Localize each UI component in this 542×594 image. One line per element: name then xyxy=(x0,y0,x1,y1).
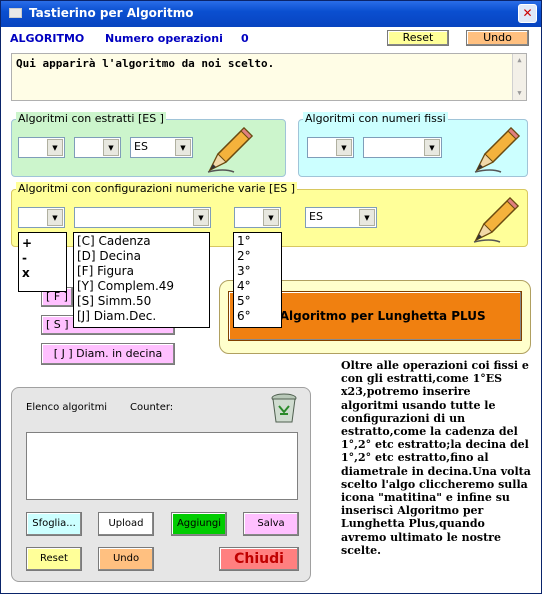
dropdown-arrow-icon[interactable]: ▼ xyxy=(47,139,63,156)
fissi-group: Algoritmi con numeri fissi ▼ ▼ xyxy=(298,112,528,177)
list-item[interactable]: - xyxy=(22,251,27,265)
window-title: Tastierino per Algoritmo xyxy=(29,6,194,20)
elenco-algoritmi-label: Elenco algoritmi xyxy=(26,402,108,413)
upload-button[interactable]: Upload xyxy=(98,512,154,536)
aggiungi-button[interactable]: Aggiungi xyxy=(171,512,227,536)
list-item[interactable]: [D] Decina xyxy=(77,249,141,263)
list-item[interactable]: 3° xyxy=(237,264,251,278)
dropdown-arrow-icon[interactable]: ▼ xyxy=(336,139,352,156)
list-item[interactable]: [J] Diam.Dec. xyxy=(77,309,157,323)
dropdown-arrow-icon[interactable]: ▼ xyxy=(424,139,440,156)
config-dropdown-list[interactable]: [C] Cadenza [D] Decina [F] Figura [Y] Co… xyxy=(73,232,210,328)
config-position-combo[interactable]: ▼ xyxy=(234,207,281,228)
description-text: Oltre alle operazioni coi fissi e con gl… xyxy=(341,359,531,557)
list-item[interactable]: 1° xyxy=(237,234,251,248)
list-item[interactable]: [S] Simm.50 xyxy=(77,294,152,308)
list-item[interactable]: 2° xyxy=(237,249,251,263)
salva-button[interactable]: Salva xyxy=(243,512,299,536)
estratti-group: Algoritmi con estratti [ES ] ▼ ▼ ES ▼ xyxy=(11,112,286,177)
list-item[interactable]: [Y] Complem.49 xyxy=(77,279,175,293)
pencil-icon[interactable] xyxy=(470,194,522,246)
position-dropdown-list[interactable]: 1° 2° 3° 4° 5° 6° xyxy=(233,232,282,328)
algorithm-text: Qui apparirà l'algoritmo da noi scelto. xyxy=(16,57,275,70)
list-item[interactable]: [C] Cadenza xyxy=(77,234,151,248)
list-item[interactable]: [F] Figura xyxy=(77,264,134,278)
estratti-es-value: ES xyxy=(134,140,148,153)
list-item[interactable]: x xyxy=(22,266,30,280)
reset-button-bottom[interactable]: Reset xyxy=(26,547,82,571)
estratti-operator-combo[interactable]: ▼ xyxy=(18,137,65,158)
config-es-combo[interactable]: ES ▼ xyxy=(305,207,377,228)
config-operator-combo[interactable]: ▼ xyxy=(18,207,65,228)
algorithm-list-box[interactable] xyxy=(26,432,298,500)
sfoglia-button[interactable]: Sfoglia... xyxy=(26,512,82,536)
num-operazioni-label: Numero operazioni xyxy=(105,32,223,45)
client-area: ALGORITMO Numero operazioni 0 Reset Undo… xyxy=(1,27,541,593)
list-item[interactable]: 5° xyxy=(237,294,251,308)
chiudi-button[interactable]: Chiudi xyxy=(219,547,299,571)
dropdown-arrow-icon[interactable]: ▼ xyxy=(47,209,63,226)
config-es-value: ES xyxy=(309,210,323,223)
f-figura-button[interactable]: [ F ] xyxy=(41,287,73,307)
scroll-up-icon[interactable]: ▲ xyxy=(517,56,522,64)
fissi-operator-combo[interactable]: ▼ xyxy=(307,137,354,158)
recycle-bin-icon[interactable] xyxy=(270,392,298,424)
dropdown-arrow-icon[interactable]: ▼ xyxy=(359,209,375,226)
list-item[interactable]: + xyxy=(22,236,33,250)
list-item[interactable]: 6° xyxy=(237,309,251,323)
counter-label: Counter: xyxy=(130,402,174,413)
dropdown-arrow-icon[interactable]: ▼ xyxy=(175,139,191,156)
undo-button-top[interactable]: Undo xyxy=(466,30,529,46)
algorithm-display[interactable]: Qui apparirà l'algoritmo da noi scelto. … xyxy=(11,53,527,101)
j-diam-decina-button[interactable]: [ J ] Diam. in decina xyxy=(41,343,175,365)
dropdown-arrow-icon[interactable]: ▼ xyxy=(193,209,209,226)
close-icon[interactable]: ✕ xyxy=(518,4,537,23)
num-operazioni-value: 0 xyxy=(241,32,249,45)
pencil-icon[interactable] xyxy=(204,124,256,176)
estratti-group-title: Algoritmi con estratti [ES ] xyxy=(16,112,166,125)
algoritmo-label: ALGORITMO xyxy=(10,32,85,45)
fissi-number-combo[interactable]: ▼ xyxy=(363,137,442,158)
list-item[interactable]: 4° xyxy=(237,279,251,293)
dropdown-arrow-icon[interactable]: ▼ xyxy=(263,209,279,226)
estratti-es-combo[interactable]: ES ▼ xyxy=(130,137,193,158)
config-group-title: Algoritmi con configurazioni numeriche v… xyxy=(16,182,298,195)
dropdown-arrow-icon[interactable]: ▼ xyxy=(103,139,119,156)
title-bar[interactable]: Tastierino per Algoritmo ✕ xyxy=(1,1,541,27)
pencil-icon[interactable] xyxy=(471,124,523,176)
reset-button-top[interactable]: Reset xyxy=(387,30,449,46)
undo-button-bottom[interactable]: Undo xyxy=(98,547,154,571)
scroll-down-icon[interactable]: ▼ xyxy=(517,89,522,97)
algorithm-list-panel: Elenco algoritmi Counter: Sfoglia... Upl… xyxy=(11,387,311,582)
config-type-combo[interactable]: ▼ xyxy=(74,207,211,228)
app-icon xyxy=(9,8,22,18)
estratti-position-combo[interactable]: ▼ xyxy=(74,137,121,158)
fissi-group-title: Algoritmi con numeri fissi xyxy=(303,112,448,125)
operator-dropdown-list[interactable]: + - x xyxy=(18,232,67,292)
algorithm-scrollbar[interactable]: ▲ ▼ xyxy=(512,54,526,100)
